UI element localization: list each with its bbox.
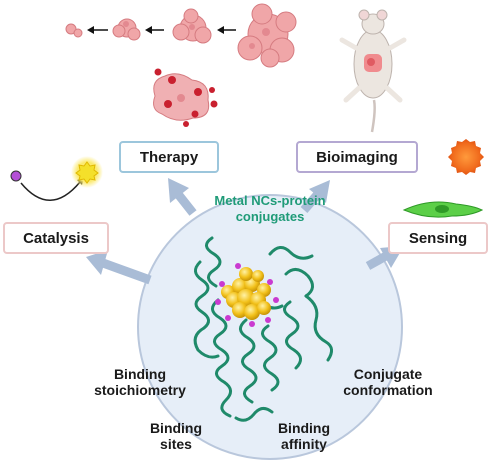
center-title-line1: Metal NCs-protein <box>214 193 326 208</box>
binding-stoichiometry-line1: Binding <box>113 366 167 382</box>
label-binding-stoichiometry: Binding stoichiometry <box>80 366 200 398</box>
bioimaging-box: Bioimaging <box>296 141 418 173</box>
arrow-to-therapy <box>168 178 197 216</box>
conjugate-conformation-line1: Conjugate <box>353 366 423 382</box>
label-conjugate-conformation: Conjugate conformation <box>328 366 448 398</box>
mouse-bioimaging-icon <box>339 9 407 133</box>
sensing-cell-icon <box>402 201 484 218</box>
binding-sites-line2: sites <box>160 436 192 453</box>
arrow-to-catalysis <box>86 250 152 285</box>
sensing-fluorescence-icon <box>448 139 484 175</box>
label-binding-affinity: Binding affinity <box>264 420 344 452</box>
arrow-to-bioimaging <box>300 180 330 213</box>
binding-affinity-line2: affinity <box>281 436 327 453</box>
catalysis-reaction-icon <box>10 156 103 201</box>
binding-affinity-line1: Binding <box>277 420 331 436</box>
label-binding-sites: Binding sites <box>136 420 216 452</box>
catalysis-box: Catalysis <box>3 222 109 254</box>
conjugate-circle <box>137 194 403 460</box>
metal-nanocluster <box>221 267 271 320</box>
drug-particles <box>154 68 218 127</box>
center-title-line2: conjugates <box>235 208 305 224</box>
ligand-dots <box>215 263 279 327</box>
center-title: Metal NCs-protein conjugates <box>170 193 370 224</box>
tumor-drug-attack-icon <box>153 73 210 121</box>
sensing-box: Sensing <box>388 222 488 254</box>
tumor-shrinking-icon <box>65 3 297 68</box>
therapy-box: Therapy <box>119 141 219 173</box>
binding-sites-line1: Binding <box>149 420 203 436</box>
conjugate-conformation-line2: conformation <box>343 382 433 399</box>
binding-stoichiometry-line2: stoichiometry <box>94 382 186 399</box>
